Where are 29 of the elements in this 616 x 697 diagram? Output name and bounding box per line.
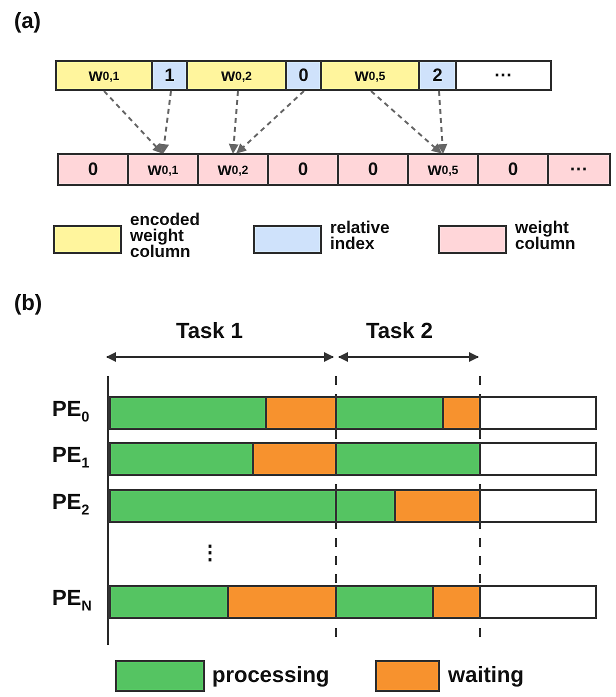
legend-label: weight column: [515, 220, 576, 252]
dashed-arrow: [370, 90, 442, 154]
legend-label: encoded weight column: [130, 212, 201, 260]
dashed-arrow: [103, 90, 163, 154]
weight-column-cell: 0: [267, 153, 339, 186]
weight-column-cell: ···: [547, 153, 611, 186]
row-label: PE$_{N}$: [52, 585, 92, 614]
empty-cell: ···: [455, 60, 552, 91]
weight-column-cell: 0: [57, 153, 129, 186]
dashed-arrow: [228, 90, 239, 154]
panel-label: (a): [14, 8, 41, 34]
legend-label: processing: [212, 661, 330, 689]
legend-label: waiting: [448, 661, 525, 689]
row-label: PE$_{1}$: [52, 442, 90, 472]
weight-column-cell: 0: [337, 153, 409, 186]
dashed-arrow: [437, 90, 448, 154]
relative-index-cell: 0: [285, 60, 322, 91]
task-label: Task 2: [366, 318, 433, 344]
legend-label: relative index: [330, 220, 391, 252]
dashed-arrow: [159, 90, 172, 154]
relative-index-cell: 2: [418, 60, 457, 91]
panel-label: (b): [14, 290, 42, 316]
dashed-arrow: [236, 90, 305, 154]
vertical-ellipsis: ⋮: [200, 541, 220, 565]
task-label: Task 1: [176, 318, 243, 344]
relative-index-cell: 1: [151, 60, 188, 91]
row-label: PE$_{0}$: [52, 396, 90, 426]
weight-column-cell: 0: [477, 153, 549, 186]
row-label: PE$_{2}$: [52, 489, 90, 518]
